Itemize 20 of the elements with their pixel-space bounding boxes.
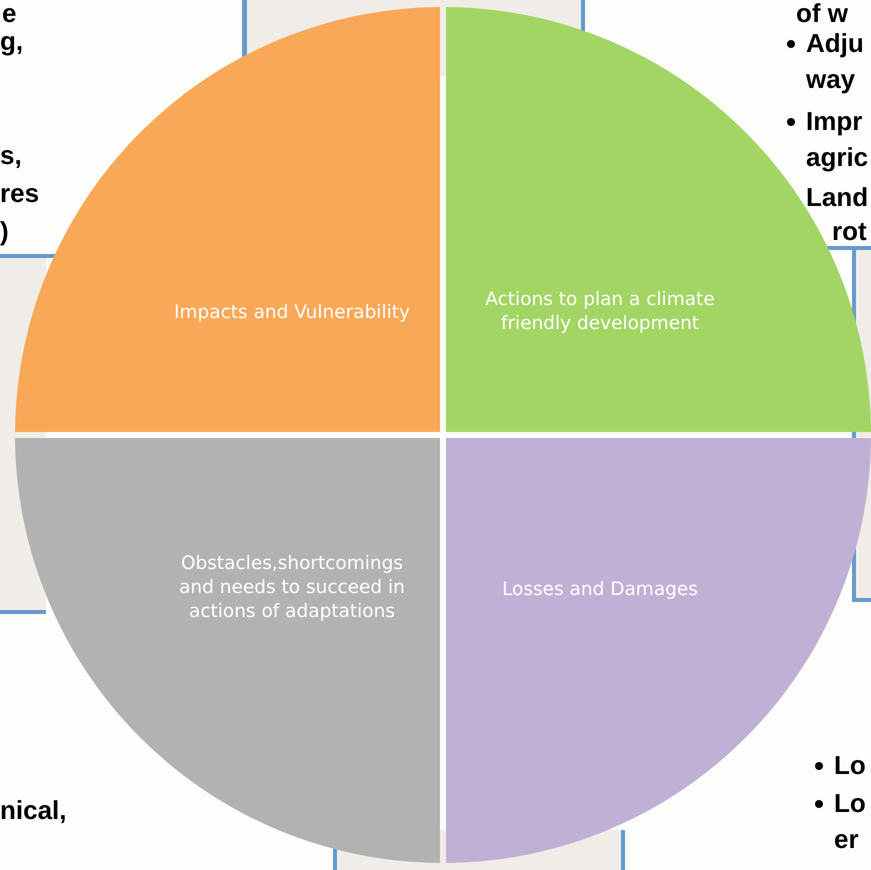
sector-label: Actions to plan a climate friendly development (484, 288, 716, 336)
sector-label: Losses and Damages (501, 578, 699, 602)
cropped-text: g, (0, 26, 24, 56)
cropped-text: agric (806, 142, 868, 172)
cropped-text: s, (0, 140, 22, 170)
sector-label: Obstacles,shortcomings and needs to succeed in actions of adaptations (178, 552, 406, 624)
cropped-text: nical, (0, 795, 66, 825)
cropped-text: er (834, 824, 859, 854)
cropped-text: way (806, 64, 856, 94)
cropped-text: e (2, 0, 16, 28)
cropped-text: res (0, 178, 40, 208)
cropped-text: Land (806, 182, 868, 212)
cropped-text: ) (0, 216, 9, 246)
cropped-text: Lo (834, 750, 866, 780)
cropped-text: rot (832, 216, 867, 246)
cropped-text: of w (796, 0, 848, 28)
cropped-text: Lo (834, 788, 866, 818)
cropped-text: Adju (806, 28, 864, 58)
cropped-text: Impr (806, 106, 862, 136)
sector-label: Impacts and Vulnerability (173, 301, 411, 325)
